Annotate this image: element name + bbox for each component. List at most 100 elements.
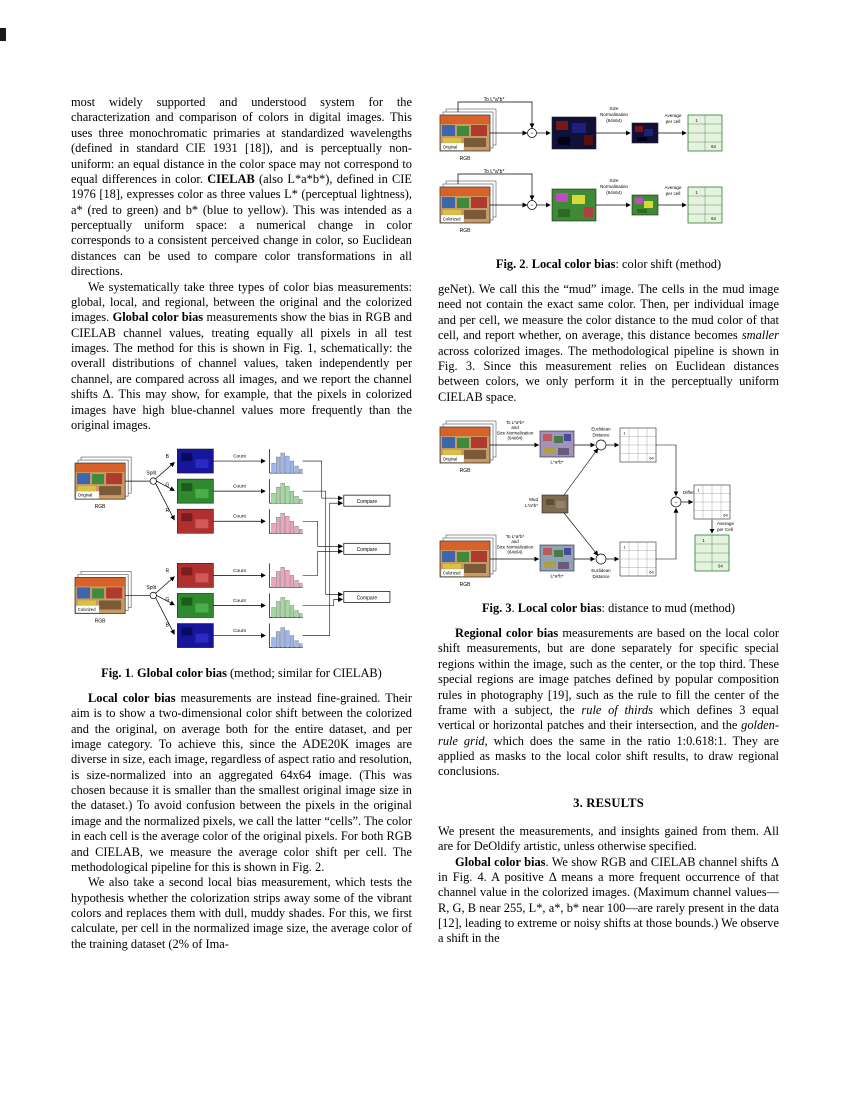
- fig3-mud-image: [541, 494, 569, 514]
- fig2-cell-first: 1: [695, 118, 698, 123]
- figure-2: Original RGB To L*a*b* −: [438, 95, 779, 272]
- figure-1-caption: Fig. 1. Global color bias (method; simil…: [101, 665, 382, 680]
- fig1-histogram-colorized-r: [269, 563, 304, 589]
- fig3-difference-label: Difference: [683, 490, 704, 495]
- fig1-count-label: Count: [233, 454, 246, 460]
- fig3-distance-grid-2: 1 64: [619, 541, 657, 577]
- fig1-split-node-original: Split: [146, 471, 157, 485]
- figure-2-caption: Fig. 2. Local color bias: color shift (m…: [495, 257, 722, 271]
- fig2-sizenorm-label: Size: [610, 178, 619, 183]
- fig1-arrows: [125, 458, 344, 639]
- fig2-arrows: [457, 101, 687, 208]
- fig1-histogram-original-r: [269, 509, 304, 534]
- fig1-channel-label-b: B: [166, 454, 170, 460]
- fig3-cell-last: 64: [649, 570, 654, 575]
- section-heading-results: 3. RESULTS: [573, 795, 644, 810]
- fig3-lab-image-1: [539, 430, 575, 458]
- fig1-channel-b-original: [177, 448, 214, 474]
- para-cielab-intro: most widely supported and understood sys…: [71, 95, 412, 279]
- fig1-count-label: Count: [233, 514, 246, 520]
- fig3-arrows: [490, 442, 715, 562]
- fig2-diff-image-2: [551, 188, 597, 222]
- fig2-original-stack: Original RGB: [439, 108, 497, 162]
- fig2-diff-image-1: [551, 116, 597, 150]
- fig2-sizenorm-label: Normalisation: [600, 184, 629, 189]
- fig2-cell-first: 1: [695, 190, 698, 195]
- fig1-channel-label-r2: R: [165, 569, 169, 575]
- fig3-tolab-label: (64x64): [508, 436, 523, 441]
- fig2-colorized-stack: Colorized RGB: [439, 180, 497, 234]
- fig1-compare-label: Compare: [357, 547, 378, 553]
- fig3-cell-last: 64: [723, 513, 728, 518]
- fig3-minus-sign: −: [674, 500, 677, 506]
- fig1-colorized-rgb-label: RGB: [95, 619, 107, 625]
- fig3-cell-first: 1: [702, 538, 705, 543]
- fig1-channel-r-colorized: [177, 563, 214, 588]
- fig2-colorized-label: Colorized: [443, 216, 461, 221]
- fig3-diagram: Original RGB To L*a*b* and Size Normaliz…: [439, 420, 734, 588]
- fig3-cell-last: 64: [718, 564, 723, 569]
- fig3-lab-label-1: L*a*b*: [550, 460, 563, 465]
- para-mud-method: geNet). We call this the “mud” image. Th…: [438, 282, 779, 404]
- para-global-results: Global color bias. We show RGB and CIELA…: [438, 854, 779, 946]
- fig3-distance-grid-1: 1 64: [619, 427, 657, 463]
- fig2-sizenorm-label: Normalisation: [600, 112, 629, 117]
- fig1-original-stack: Original RGB: [74, 456, 132, 510]
- fig2-subtract-node-1: −: [527, 128, 537, 138]
- fig3-tolab-label: Size Normalization: [497, 430, 534, 435]
- fig2-minus-sign: −: [530, 203, 534, 209]
- fig2-average-label: Average: [664, 113, 681, 118]
- fig1-channel-r-original: [177, 509, 214, 534]
- right-column: Original RGB To L*a*b* −: [438, 95, 779, 952]
- fig1-channel-label-r: R: [165, 508, 169, 514]
- fig2-sizenorm-label: (64x64): [606, 118, 622, 123]
- fig1-channel-label-g: G: [165, 483, 169, 489]
- fig3-euclid-label: Euclidean: [591, 427, 611, 432]
- fig1-compare-box-2: Compare: [343, 543, 391, 555]
- fig2-normalized-image-1: [631, 122, 659, 144]
- fig2-normalized-image-2: [631, 194, 659, 216]
- fig3-tolab-label: To L*a*b*: [506, 534, 525, 539]
- fig2-cell-last: 64: [711, 216, 716, 221]
- fig3-cell-first: 1: [623, 431, 626, 436]
- fig1-compare-box-1: Compare: [343, 495, 391, 507]
- fig1-compare-label: Compare: [357, 596, 378, 602]
- fig1-colorized-stack: Colorized RGB: [74, 571, 132, 625]
- fig1-channel-g-colorized: [177, 593, 214, 619]
- fig2-original-label: Original: [443, 144, 457, 149]
- fig1-histogram-original-g: [269, 478, 304, 504]
- fig3-euclid-label: Distance: [592, 432, 610, 437]
- fig3-original-rgb-label: RGB: [460, 468, 472, 474]
- fig1-histogram-original-b: [269, 448, 304, 474]
- fig3-mud-label: Mud: [529, 497, 538, 502]
- fig1-count-label: Count: [233, 568, 246, 574]
- fig2-average-label: Average: [664, 185, 681, 190]
- fig3-lab-label-2: L*a*b*: [550, 574, 563, 579]
- fig1-histogram-colorized-b: [269, 623, 304, 649]
- fig3-original-label: Original: [443, 456, 457, 461]
- fig1-channel-g-original: [177, 479, 214, 504]
- para-mud-intro: We also take a second local bias measure…: [71, 875, 412, 951]
- page-edge-mark: [0, 28, 6, 41]
- figure-3-caption: Fig. 3. Local color bias: distance to mu…: [481, 601, 736, 615]
- fig2-minus-sign: −: [530, 131, 534, 137]
- fig1-channel-label-b2: B: [166, 623, 170, 629]
- fig1-colorized-label: Colorized: [78, 607, 96, 612]
- para-results-intro: We present the measurements, and insight…: [438, 823, 779, 854]
- fig1-split-label: Split: [146, 585, 156, 591]
- fig2-average-label: per cell: [666, 191, 681, 196]
- fig2-tolab-label-2: To L*a*b*: [484, 169, 505, 175]
- para-global-bias: We systematically take three types of co…: [71, 279, 412, 432]
- fig3-cell-first: 1: [697, 488, 700, 493]
- fig2-subtract-node-2: −: [527, 200, 537, 210]
- left-column: most widely supported and understood sys…: [71, 95, 412, 952]
- fig3-lab-image-2: [539, 544, 575, 572]
- fig1-compare-label: Compare: [357, 499, 378, 505]
- fig3-tolab-label: and: [511, 539, 519, 544]
- fig2-original-rgb-label: RGB: [460, 156, 472, 162]
- para-regional-bias: Regional color bias measurements are bas…: [438, 626, 779, 779]
- fig1-count-label: Count: [233, 598, 246, 604]
- fig2-cell-grid-1: 1 64: [687, 114, 723, 152]
- para-local-bias: Local color bias measurements are instea…: [71, 690, 412, 874]
